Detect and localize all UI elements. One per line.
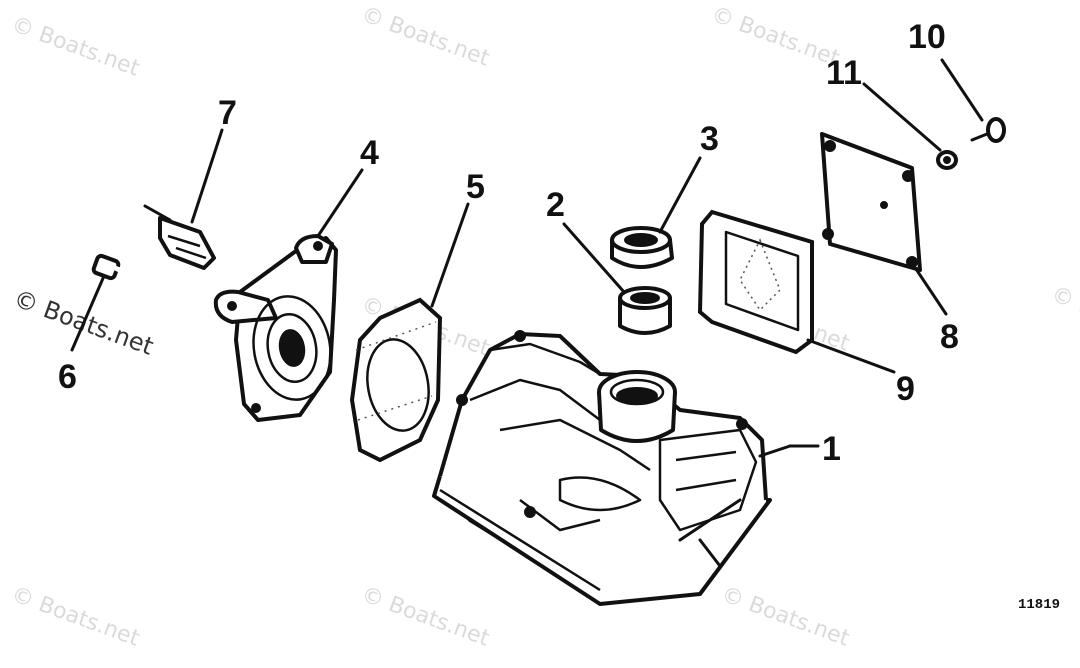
part-5-gasket (349, 297, 443, 463)
callout-8: 8 (940, 318, 959, 356)
part-10-screw (970, 117, 1006, 143)
part-2-bushing (618, 286, 672, 335)
callout-9: 9 (896, 370, 915, 408)
part-4-end-cap (213, 234, 338, 422)
callout-5: 5 (466, 168, 485, 206)
watermark-text: © Boats.net (718, 582, 853, 652)
leader-1b (758, 444, 792, 458)
part-7-sensor (143, 204, 216, 270)
leader-9 (806, 338, 896, 374)
leader-lines (70, 58, 984, 458)
leader-2 (562, 222, 626, 294)
part-11-washer (936, 150, 958, 170)
watermark-text: © Boats.net (358, 2, 493, 72)
callout-2: 2 (546, 186, 565, 224)
callout-6: 6 (58, 358, 77, 396)
watermark-text: © Boats.net (708, 2, 843, 72)
part-3-seal (610, 226, 674, 269)
leader-8 (912, 264, 948, 316)
watermark-text: © Boats.net (358, 582, 493, 652)
callout-4: 4 (360, 134, 379, 172)
leader-11 (862, 82, 942, 152)
watermark-text: © Boats.net (8, 582, 143, 652)
leader-4 (316, 168, 364, 238)
leader-7 (190, 128, 224, 224)
callout-11: 11 (826, 54, 862, 92)
callout-1: 1 (822, 430, 841, 468)
leader-5 (430, 202, 470, 308)
figure-number: 11819 (1018, 597, 1060, 613)
part-1-housing (432, 330, 772, 606)
leader-3 (658, 156, 702, 234)
callout-labels: 1 2 3 4 5 6 7 8 9 10 11 (58, 18, 959, 468)
callout-3: 3 (700, 120, 719, 158)
watermark-text: © Boats.net (1048, 282, 1080, 352)
callout-7: 7 (218, 94, 237, 132)
leader-10 (940, 58, 984, 122)
watermark-text: © Boats.net (8, 12, 143, 82)
part-8-cover-plate (820, 132, 922, 272)
part-9-cover-gasket (697, 209, 814, 355)
part-6-bolt (91, 253, 149, 284)
leader-6 (70, 274, 106, 352)
callout-10: 10 (908, 18, 946, 56)
